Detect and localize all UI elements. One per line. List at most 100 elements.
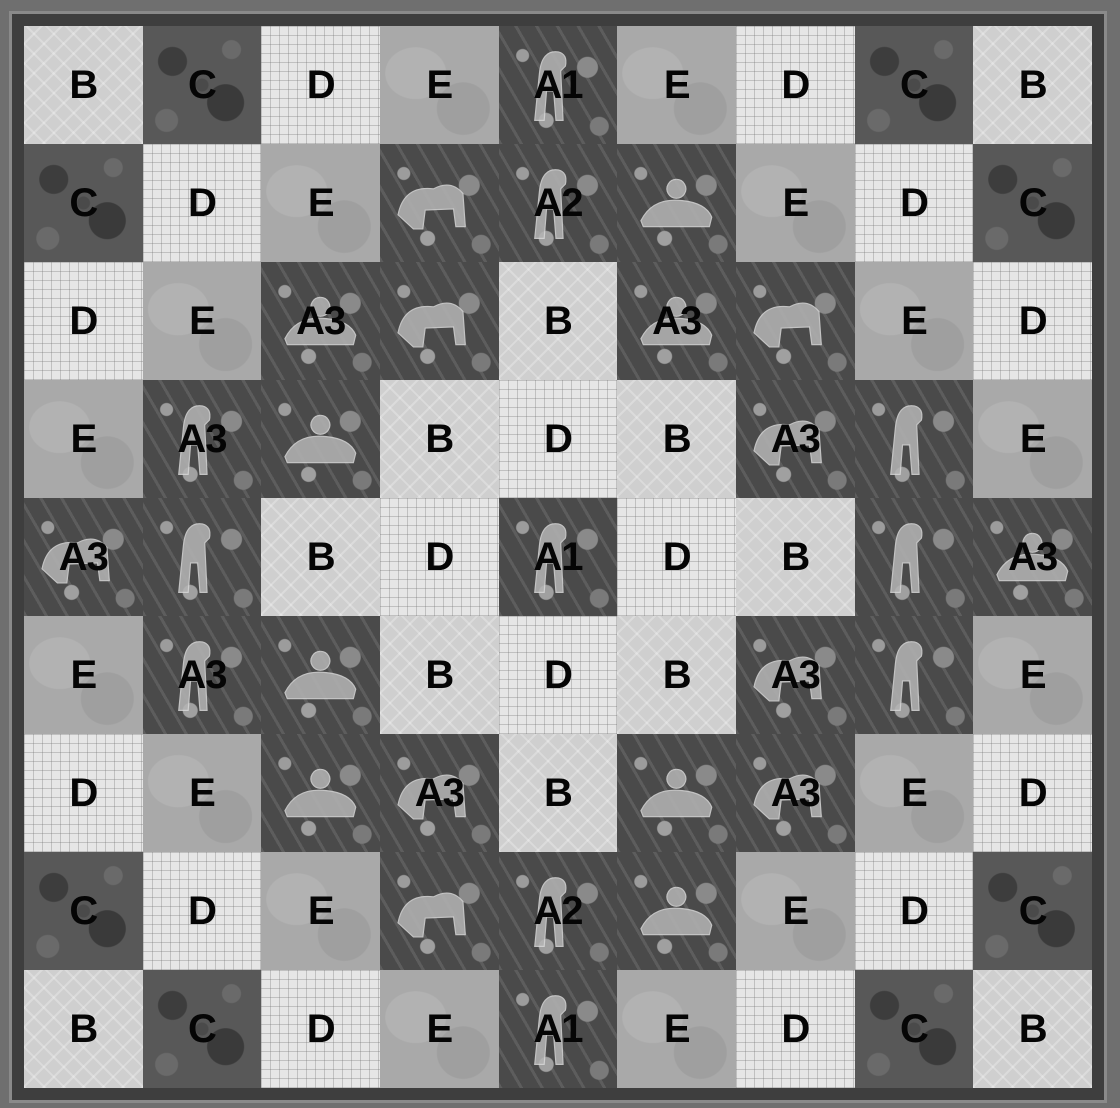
block-label: E: [308, 889, 334, 934]
quilt-block: B: [617, 380, 736, 498]
block-label: C: [188, 63, 216, 108]
block-label: C: [188, 1007, 216, 1052]
block-label: E: [70, 653, 96, 698]
block-label: E: [782, 889, 808, 934]
quilt-block: D: [499, 616, 618, 734]
block-label: C: [69, 889, 97, 934]
block-label: B: [69, 63, 97, 108]
block-label: A1: [533, 1007, 582, 1052]
quilt-block: D: [973, 734, 1092, 852]
block-label: A3: [296, 299, 345, 344]
block-label: A2: [533, 889, 582, 934]
block-label: A1: [533, 63, 582, 108]
animal-print-icon: [380, 852, 499, 970]
quilt-block: [617, 734, 736, 852]
block-label: D: [1019, 771, 1047, 816]
quilt-block: B: [736, 498, 855, 616]
block-label: A3: [1008, 535, 1057, 580]
block-label: E: [426, 1007, 452, 1052]
block-label: D: [307, 63, 335, 108]
quilt-block: C: [143, 26, 262, 144]
block-label: A3: [771, 771, 820, 816]
quilt-block: E: [261, 852, 380, 970]
quilt-block: E: [143, 262, 262, 380]
quilt-block: A3: [380, 734, 499, 852]
quilt-block: E: [973, 380, 1092, 498]
block-label: E: [1020, 417, 1046, 462]
block-label: D: [1019, 299, 1047, 344]
quilt-block: [855, 498, 974, 616]
block-label: B: [69, 1007, 97, 1052]
animal-print-icon: [380, 262, 499, 380]
block-label: C: [1019, 181, 1047, 226]
animal-print-icon: [261, 616, 380, 734]
block-label: B: [1019, 63, 1047, 108]
animal-print-icon: [855, 616, 974, 734]
block-label: B: [781, 535, 809, 580]
quilt-block: C: [24, 144, 143, 262]
quilt-block: B: [499, 262, 618, 380]
quilt-block: [380, 144, 499, 262]
quilt-block: [855, 616, 974, 734]
quilt-block: E: [617, 970, 736, 1088]
animal-print-icon: [380, 144, 499, 262]
block-label: B: [307, 535, 335, 580]
block-label: B: [425, 653, 453, 698]
quilt-block: D: [261, 26, 380, 144]
block-label: D: [663, 535, 691, 580]
animal-print-icon: [261, 380, 380, 498]
block-label: E: [70, 417, 96, 462]
block-label: A3: [771, 653, 820, 698]
quilt-block: C: [143, 970, 262, 1088]
quilt-block: A2: [499, 144, 618, 262]
block-label: B: [544, 771, 572, 816]
block-label: D: [900, 181, 928, 226]
quilt-block: [380, 262, 499, 380]
quilt-block: A1: [499, 970, 618, 1088]
animal-print-icon: [855, 498, 974, 616]
quilt-block: A3: [736, 734, 855, 852]
block-label: B: [425, 417, 453, 462]
quilt-block: B: [380, 380, 499, 498]
animal-print-icon: [617, 144, 736, 262]
block-label: B: [1019, 1007, 1047, 1052]
block-label: A3: [177, 417, 226, 462]
quilt-block: C: [855, 970, 974, 1088]
quilt-block: [143, 498, 262, 616]
quilt-block: C: [973, 852, 1092, 970]
quilt-block: E: [24, 616, 143, 734]
quilt-block: C: [855, 26, 974, 144]
quilt-block: E: [143, 734, 262, 852]
animal-print-icon: [617, 852, 736, 970]
block-label: A3: [771, 417, 820, 462]
quilt-block: D: [855, 852, 974, 970]
quilt-block: D: [499, 380, 618, 498]
block-label: E: [901, 299, 927, 344]
quilt-block: E: [736, 852, 855, 970]
block-label: B: [663, 417, 691, 462]
block-label: E: [664, 63, 690, 108]
quilt-block: B: [617, 616, 736, 734]
block-label: A3: [59, 535, 108, 580]
block-label: A3: [177, 653, 226, 698]
quilt-block: A3: [261, 262, 380, 380]
quilt-block: D: [143, 144, 262, 262]
quilt-block: [855, 380, 974, 498]
quilt-block: B: [24, 26, 143, 144]
quilt-block: D: [261, 970, 380, 1088]
quilt-block: A3: [736, 380, 855, 498]
quilt-block: E: [855, 262, 974, 380]
quilt-block: E: [261, 144, 380, 262]
quilt-block: E: [617, 26, 736, 144]
quilt-block: D: [24, 262, 143, 380]
block-label: E: [901, 771, 927, 816]
quilt-block: B: [499, 734, 618, 852]
block-label: A3: [652, 299, 701, 344]
block-label: D: [69, 299, 97, 344]
block-label: A3: [415, 771, 464, 816]
quilt-block: A3: [617, 262, 736, 380]
block-label: E: [1020, 653, 1046, 698]
animal-print-icon: [855, 380, 974, 498]
quilt-block: E: [855, 734, 974, 852]
